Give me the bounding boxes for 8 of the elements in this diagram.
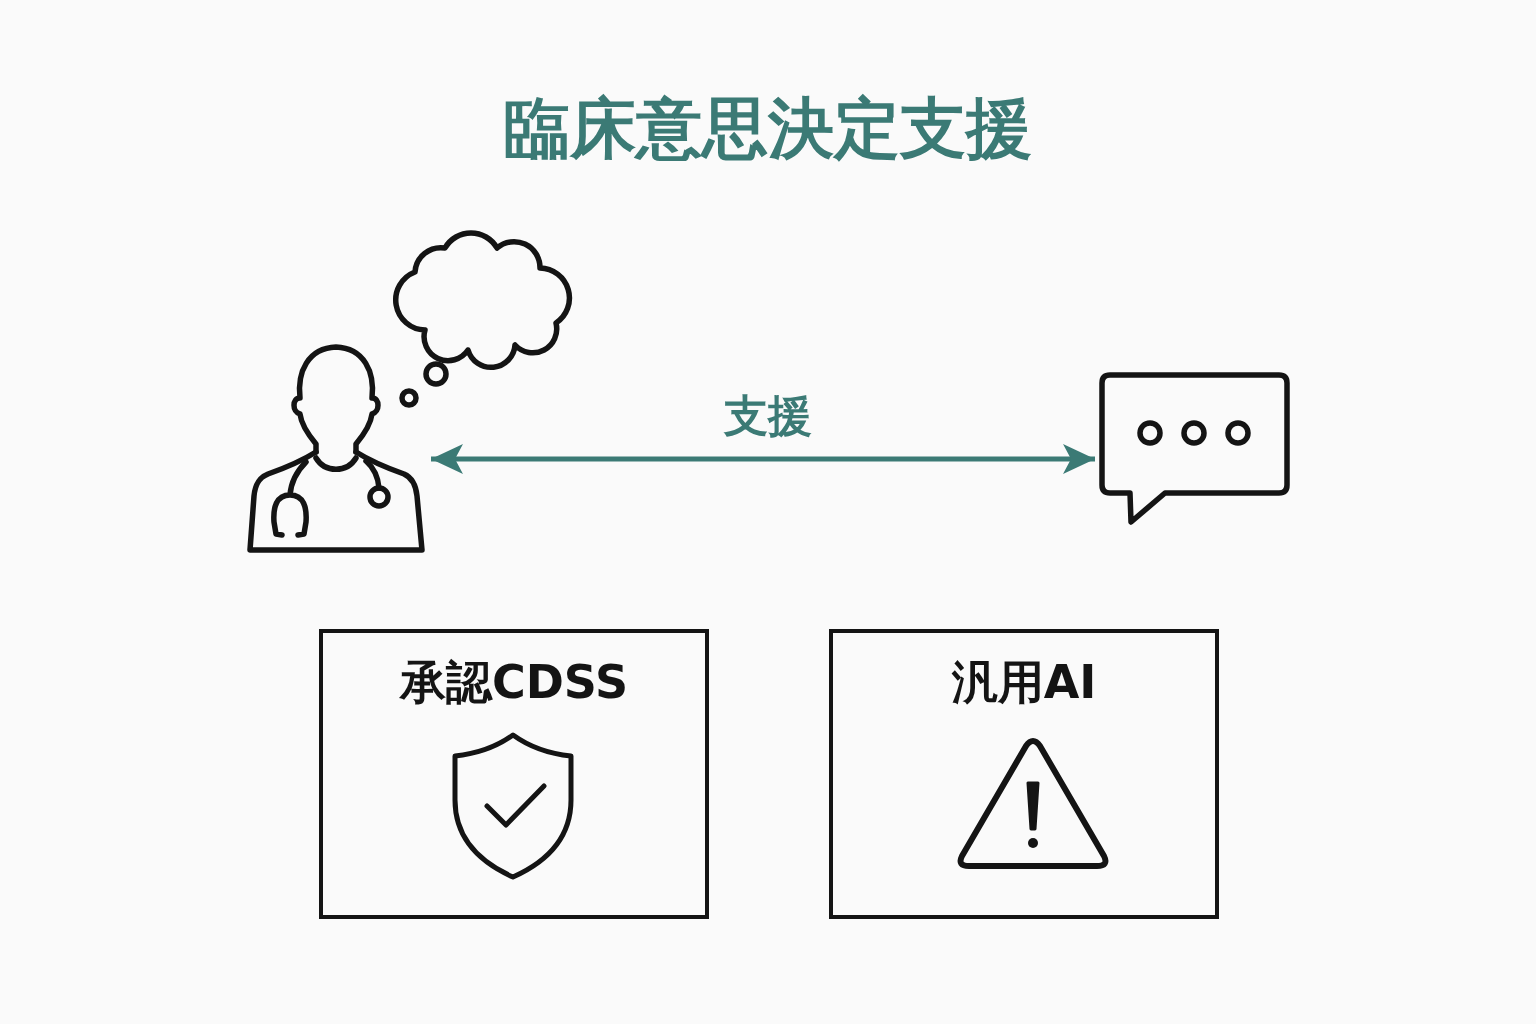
card-heading: 承認CDSS [399,655,629,711]
category-card [829,629,1219,919]
title: 臨床意思決定支援 [504,91,1032,167]
card-heading: 汎用AI [951,655,1097,711]
double-headed-arrow [431,444,1095,474]
speech-bubble-icon [1098,371,1292,528]
doctor-icon [245,342,428,556]
category-card [319,629,709,919]
